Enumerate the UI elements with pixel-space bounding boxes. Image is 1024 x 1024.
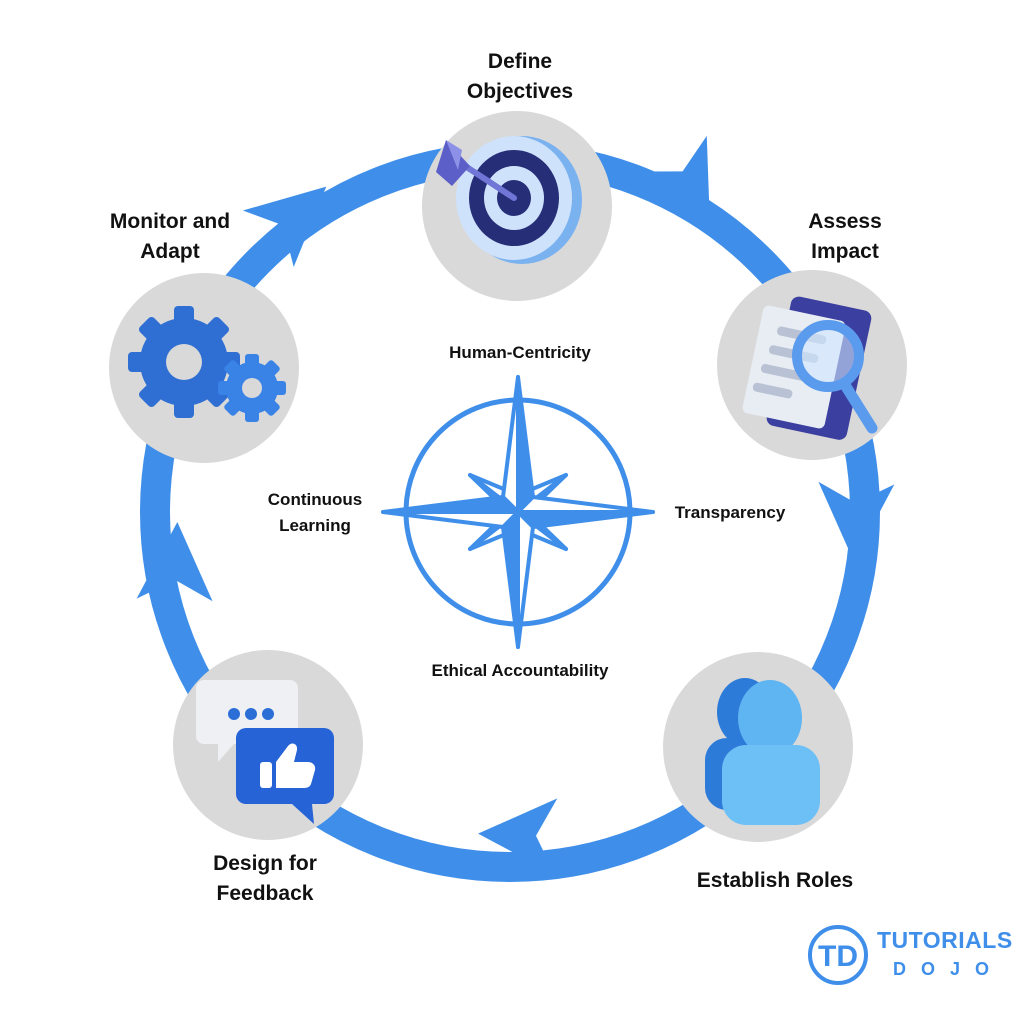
people-icon	[705, 678, 820, 825]
document-magnifier-icon	[742, 296, 878, 440]
cycle-arrow-bottom	[478, 798, 558, 875]
cycle-arrow-left	[136, 522, 213, 602]
logo-wordmark: TUTORIALS DOJO	[877, 926, 1017, 982]
svg-text:TD: TD	[818, 940, 858, 973]
cycle-arrow-right	[818, 481, 895, 561]
step-node-assess-impact	[717, 270, 907, 460]
principle-label-south: Ethical Accountability	[431, 661, 609, 680]
step-node-establish-roles	[663, 652, 853, 842]
logo-monogram-icon: TD	[808, 925, 868, 985]
cycle-arrow-top-right	[639, 135, 710, 223]
compass-rose-icon	[381, 375, 655, 649]
logo-line-2: DOJO	[893, 959, 1005, 979]
step-node-monitor-and-adapt	[109, 273, 299, 463]
step-node-design-for-feedback	[173, 650, 363, 840]
cycle-arrow-top-left	[242, 186, 327, 268]
logo-line-1: TUTORIALS	[877, 927, 1013, 953]
chat-thumbs-up-icon	[196, 680, 334, 824]
step-label-establish-roles: Establish Roles	[696, 869, 854, 892]
step-node-define-objectives	[422, 111, 612, 301]
gears-icon	[128, 306, 286, 422]
principle-label-north: Human-Centricity	[449, 343, 591, 362]
principle-label-east: Transparency	[674, 503, 786, 522]
dartboard-target-icon	[436, 136, 582, 264]
